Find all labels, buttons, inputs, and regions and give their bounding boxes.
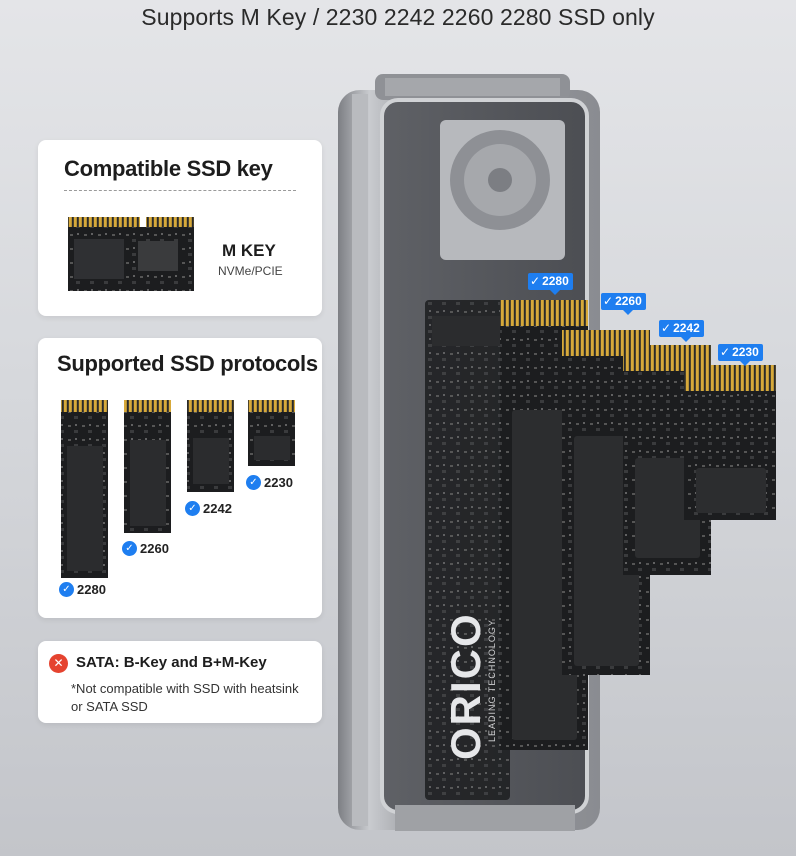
size-label-2242: ✓2242 <box>185 500 232 517</box>
sata-warning-title: SATA: B-Key and B+M-Key <box>76 654 267 671</box>
supported-protocols-title: Supported SSD protocols <box>57 351 318 376</box>
size-label-2230: ✓2230 <box>246 474 293 491</box>
size-tag-2260: ✓2260 <box>601 293 646 315</box>
check-icon: ✓ <box>59 582 74 598</box>
ssd-2280-image <box>61 400 108 578</box>
compatible-key-title: Compatible SSD key <box>64 156 273 181</box>
enclosure-brand-sub: LEADING TECHNOLOGY <box>487 619 497 742</box>
size-tag-2280: ✓2280 <box>528 273 573 295</box>
size-tag-2242: ✓2242 <box>659 320 704 342</box>
check-icon: ✓ <box>603 294 614 308</box>
ssd-2242-image <box>187 400 234 492</box>
m-key-label: M KEY <box>222 241 276 260</box>
sata-warning-card: ✕ SATA: B-Key and B+M-Key *Not compatibl… <box>38 641 322 723</box>
page-headline: Supports M Key / 2230 2242 2260 2280 SSD… <box>141 4 655 30</box>
compatible-key-card: Compatible SSD key M KEY NVMe/PCIE <box>38 140 322 316</box>
size-label-2260: ✓2260 <box>122 540 169 557</box>
check-icon: ✓ <box>246 475 261 491</box>
size-tag-2230: ✓2230 <box>718 344 763 366</box>
ssd-2230 <box>684 365 776 520</box>
enclosure-brand: ORICO <box>442 612 489 760</box>
m-key-protocol: NVMe/PCIE <box>218 264 283 278</box>
size-label-2280: ✓2280 <box>59 581 106 598</box>
divider <box>64 190 296 191</box>
ssd-size-images <box>61 400 295 578</box>
check-icon: ✓ <box>661 321 672 335</box>
check-icon: ✓ <box>530 274 541 288</box>
ssd-2230-image <box>248 400 295 466</box>
check-icon: ✓ <box>720 345 731 359</box>
check-icon: ✓ <box>122 541 137 557</box>
sata-warning-note: *Not compatible with SSD with heatsink o… <box>71 681 299 714</box>
check-icon: ✓ <box>185 501 200 517</box>
supported-protocols-card: Supported SSD protocols ✓2280 ✓2260 ✓224… <box>38 338 322 618</box>
ssd-2260-image <box>124 400 171 533</box>
m-key-ssd-image <box>68 217 194 291</box>
x-icon: ✕ <box>49 654 68 673</box>
